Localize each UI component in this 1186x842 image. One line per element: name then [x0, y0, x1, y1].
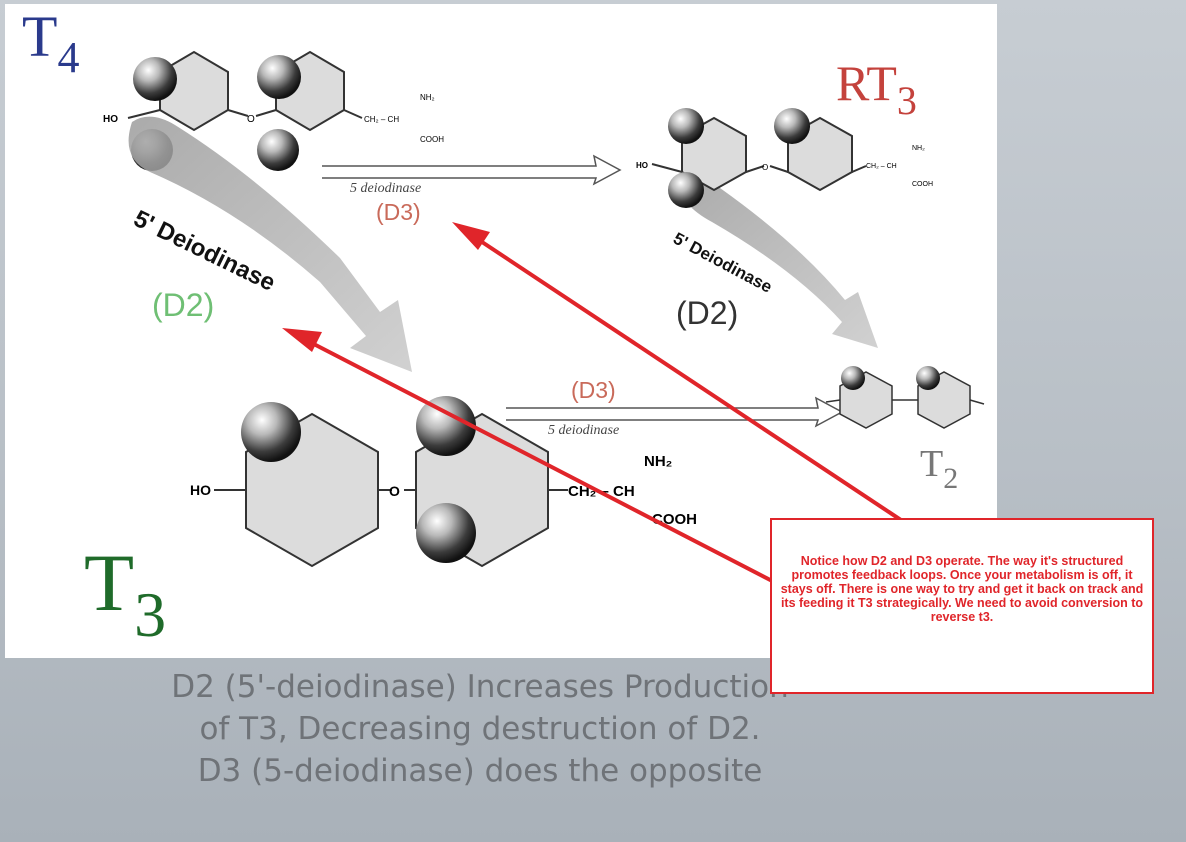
t3-o: O [389, 483, 400, 499]
t3-iodine-1 [241, 402, 301, 462]
rt3-ho: HO [636, 161, 648, 170]
d2-right-label: (D2) [676, 295, 738, 331]
t3-iodine-2 [416, 396, 476, 456]
slide-caption: D2 (5'-deiodinase) Increases Production … [150, 666, 810, 792]
t3-nh2: NH₂ [644, 453, 672, 470]
d3-bottom-label: (D3) [571, 377, 616, 403]
caption-line-1: D2 (5'-deiodinase) Increases Production [171, 669, 789, 705]
t4-iodine-1 [133, 57, 177, 101]
deiodinase-5-top-label: 5 deiodinase [350, 181, 421, 196]
t3-molecule: HO O CH₂ – CH NH₂ COOH [190, 396, 697, 568]
t2-iodine-1 [841, 366, 865, 390]
t3-label: T3 [84, 537, 166, 650]
t4-ch2: CH₂ – CH [364, 115, 399, 124]
rt3-molecule: HO O CH₂ – CH NH₂ COOH [636, 108, 933, 208]
d2-conversion-arrow [128, 116, 413, 373]
rt3-cooh: COOH [912, 181, 933, 188]
rt3-nh2: NH₂ [912, 145, 925, 152]
t3-to-t2-arrow: 5 deiodinase [506, 396, 844, 438]
annotation-callout-text: Notice how D2 and D3 operate. The way it… [780, 554, 1144, 624]
t3-cooh: COOH [652, 511, 697, 528]
rt3-iodine-3 [774, 108, 810, 144]
t2-iodine-2 [916, 366, 940, 390]
annotation-arrow-to-d3 [452, 222, 918, 532]
rt3-to-t2-arrow [676, 176, 878, 348]
annotation-callout-box: Notice how D2 and D3 operate. The way it… [770, 518, 1154, 694]
t2-label: T2 [920, 443, 958, 495]
rt3-label: RT3 [836, 55, 917, 123]
d3-top-label: (D3) [376, 199, 421, 225]
rt3-o: O [762, 163, 768, 172]
rt3-ch2: CH₂ – CH [866, 163, 897, 170]
deiodinase-5-bottom-label: 5 deiodinase [548, 423, 619, 438]
t3-ho: HO [190, 482, 211, 498]
rt3-iodine-2 [668, 172, 704, 208]
d2-left-label: (D2) [152, 287, 214, 323]
rt3-iodine-1 [668, 108, 704, 144]
annotation-arrow-to-d2 [282, 328, 779, 586]
t4-cooh: COOH [420, 135, 444, 144]
t4-nh2: NH₂ [420, 93, 435, 102]
t4-iodine-4 [257, 129, 299, 171]
t4-to-rt3-arrow: 5 deiodinase [322, 154, 622, 196]
t3-iodine-3 [416, 503, 476, 563]
t4-ho: HO [103, 114, 118, 125]
t4-label: T4 [22, 4, 79, 82]
t4-o: O [247, 114, 255, 125]
t2-molecule [825, 366, 985, 429]
caption-line-2: of T3, Decreasing destruction of D2. [199, 711, 761, 747]
t4-iodine-3 [257, 55, 301, 99]
caption-line-3: D3 (5-deiodinase) does the opposite [197, 753, 763, 789]
